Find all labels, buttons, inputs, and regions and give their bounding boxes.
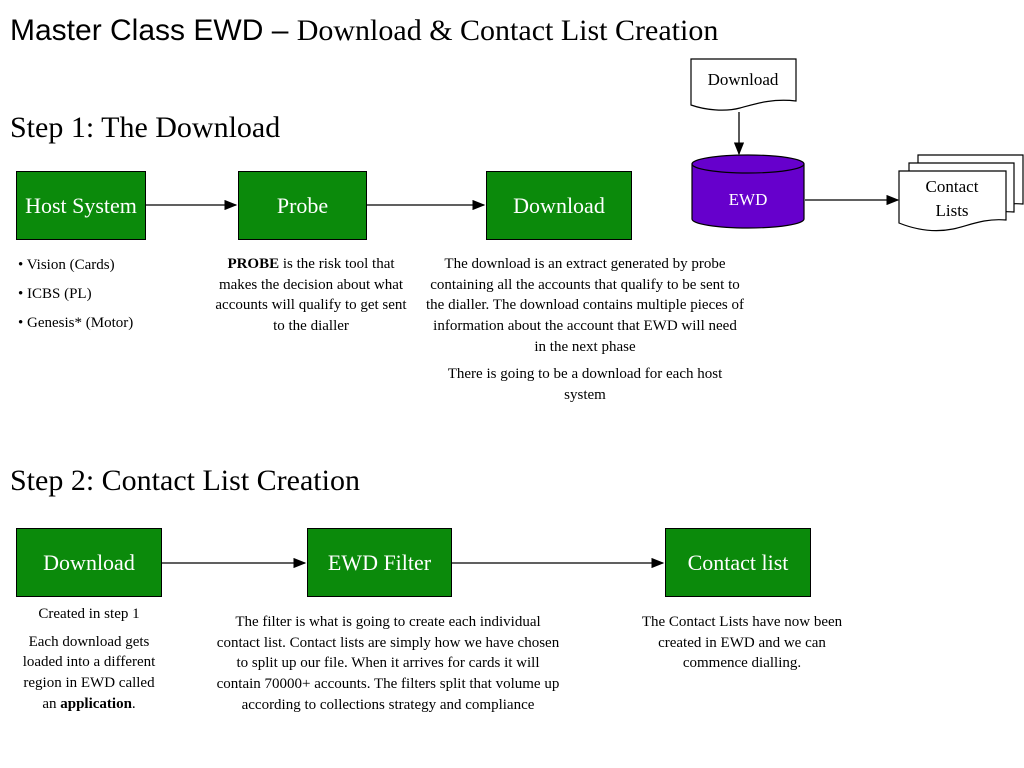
step2-heading: Step 2: Contact List Creation	[10, 464, 360, 497]
contact-list-box: Contact list	[665, 528, 811, 597]
download-box-step1: Download	[486, 171, 632, 240]
host-system-list: • Vision (Cards) • ICBS (PL) • Genesis* …	[18, 256, 133, 343]
download-description-p2: There is going to be a download for each…	[447, 366, 723, 404]
host-system-item: • Vision (Cards)	[18, 257, 115, 273]
download-document-shape	[690, 58, 797, 111]
ewd-database-shape	[691, 163, 805, 229]
contact-lists-doc-front	[898, 170, 1007, 232]
download-step2-p2-tail: .	[131, 695, 136, 712]
probe-description-bold: PROBE	[227, 256, 280, 272]
probe-description-text: is the risk tool that makes the decision…	[215, 256, 407, 335]
probe-box: Probe	[238, 171, 367, 240]
ewd-database-top	[691, 154, 805, 174]
contact-lists-label-line1: Contact	[926, 177, 979, 196]
page-title-main: Download & Contact List Creation	[296, 14, 719, 47]
download-document-label: Download	[708, 70, 779, 89]
ewd-filter-box: EWD Filter	[307, 528, 452, 597]
contact-list-description: The Contact Lists have now been created …	[641, 614, 843, 672]
probe-description: PROBE is the risk tool that makes the de…	[208, 254, 414, 337]
download-box-step2: Download	[16, 528, 162, 597]
page-title: Master Class EWD – Download & Contact Li…	[10, 14, 718, 48]
download-step2-p2: Each download gets loaded into a differe…	[18, 632, 160, 715]
download-step2-p2-bold: application	[60, 695, 132, 712]
step1-heading: Step 1: The Download	[10, 111, 281, 144]
download-step2-p1: Created in step 1	[38, 606, 140, 622]
download-description-p1: The download is an extract generated by …	[426, 256, 744, 355]
ewd-database-label: EWD	[729, 190, 768, 209]
page-title-prefix: Master Class EWD –	[10, 14, 297, 47]
contact-lists-label-line2: Lists	[935, 201, 968, 220]
download-step2-p2-text: Each download gets loaded into a differe…	[22, 633, 156, 712]
host-system-item: • ICBS (PL)	[18, 286, 92, 302]
download-description: The download is an extract generated by …	[426, 254, 744, 413]
host-system-box: Host System	[16, 171, 146, 240]
download-step2-description: Created in step 1 Each download gets loa…	[18, 604, 160, 721]
ewd-filter-description: The filter is what is going to create ea…	[216, 614, 560, 713]
host-system-item: • Genesis* (Motor)	[18, 315, 134, 331]
